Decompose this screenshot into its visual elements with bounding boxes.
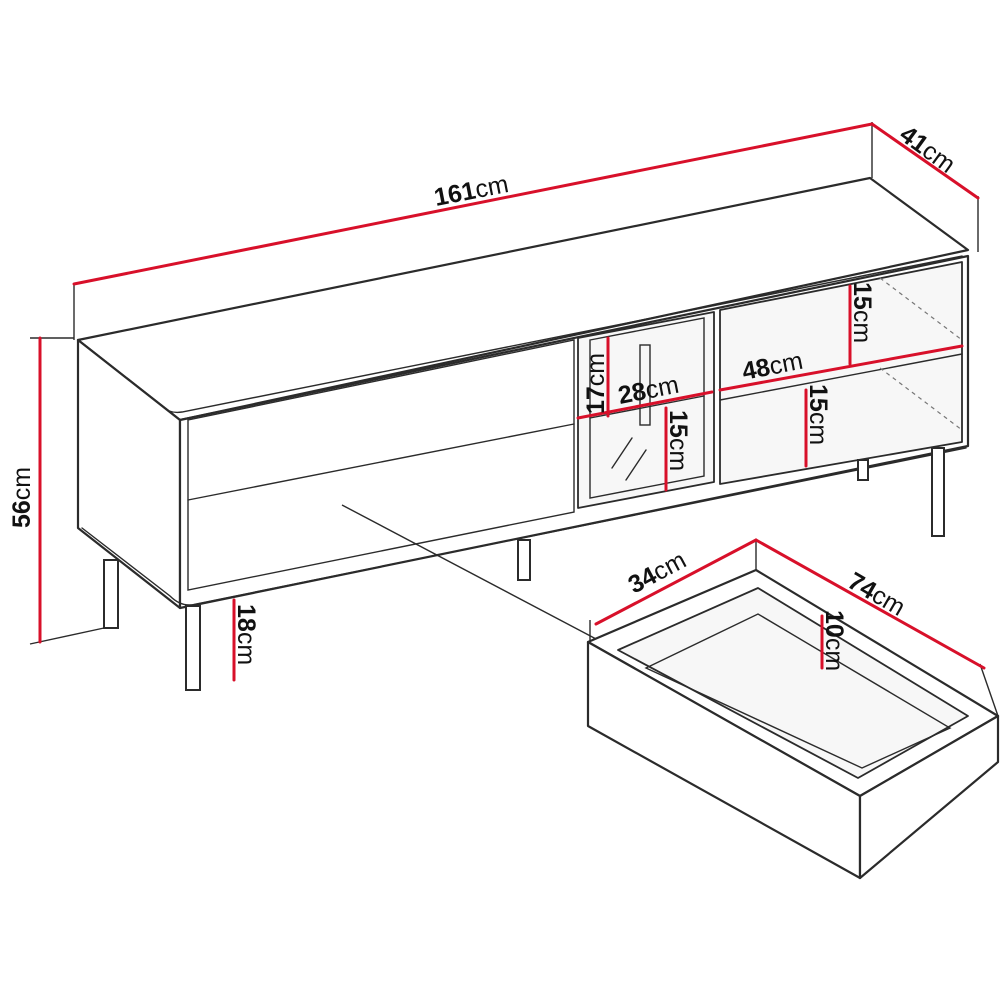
drawer-inner-bottom: [644, 613, 952, 769]
drawer-pointer-line: [341, 504, 599, 641]
dim-line-shelf-width: [718, 344, 964, 392]
label-glass-height: 17cm: [582, 353, 610, 414]
cabinet-plinth: [81, 447, 967, 606]
leg-back-left: [103, 559, 119, 629]
dim-line-width: [72, 122, 874, 286]
open-shelf-back-1: [879, 277, 963, 341]
glass-door-handle: [639, 344, 651, 426]
label-depth: 41cm: [894, 120, 960, 179]
legs: [103, 447, 945, 691]
glass-door: [577, 311, 715, 509]
label-shelf-width: 48cm: [740, 347, 805, 386]
dim-line-drawer-depth: [594, 538, 758, 626]
leg-back-right: [857, 459, 869, 481]
cabinet: [76, 176, 970, 641]
label-height: 56cm: [8, 467, 36, 528]
leg-front-left: [185, 605, 201, 691]
glass-door-inner: [589, 317, 705, 499]
drawer-split-line: [187, 423, 575, 501]
open-shelf-divider: [719, 353, 963, 401]
open-shelf-back-2: [879, 367, 963, 431]
open-shelf-compartment: [719, 261, 963, 485]
label-drawer-width: 74cm: [843, 567, 910, 622]
glass-reflection-2: [625, 449, 647, 481]
label-shelf-lower-height: 15cm: [804, 384, 832, 445]
drawer-inner-floor: [617, 587, 969, 779]
drawer-front-panel: [187, 339, 575, 591]
dim-line-depth: [870, 122, 980, 200]
label-glass-shelf-height: 15cm: [664, 410, 692, 471]
label-shelf-upper-height: 15cm: [848, 282, 876, 343]
leg-front-right: [931, 447, 945, 537]
label-leg-height: 18cm: [232, 604, 260, 665]
drawer-side: [858, 714, 1000, 880]
label-drawer-height: 10cm: [820, 610, 848, 671]
dimension-lines: [38, 122, 986, 682]
drawer: [586, 568, 1000, 880]
extension-lines: [29, 122, 999, 717]
label-glass-width: 28cm: [616, 371, 681, 410]
leg-middle: [517, 539, 531, 581]
dim-line-glass-width: [576, 390, 714, 420]
dim-line-drawer-width: [754, 538, 986, 670]
glass-reflection-1: [611, 437, 633, 469]
